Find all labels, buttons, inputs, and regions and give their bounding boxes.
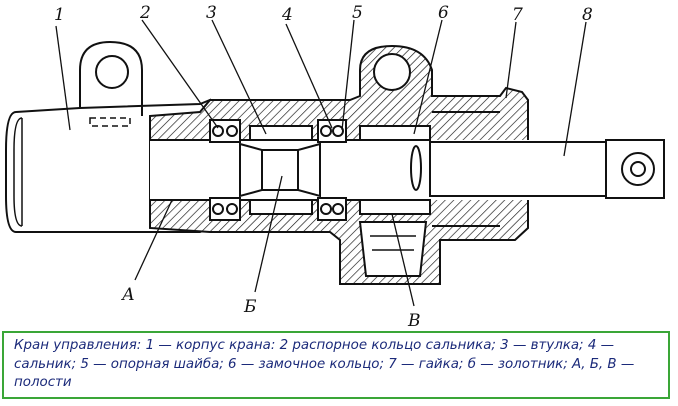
label-cavity-v: В xyxy=(407,311,421,330)
label-2: 2 xyxy=(139,3,151,23)
label-7: 7 xyxy=(512,5,523,25)
label-1: 1 xyxy=(54,5,65,25)
label-5: 5 xyxy=(352,3,363,23)
caption-box: Кран управления: 1 — корпус крана: 2 рас… xyxy=(2,331,670,399)
label-4: 4 xyxy=(281,5,293,25)
label-3: 3 xyxy=(206,3,217,23)
caption-text: Кран управления: 1 — корпус крана: 2 рас… xyxy=(14,338,635,390)
label-6: 6 xyxy=(438,3,449,23)
label-cavity-b: Б xyxy=(243,297,257,317)
valve-body xyxy=(5,40,665,285)
part-labels: 1 2 3 4 5 6 7 8 А Б В xyxy=(54,3,593,330)
leader-lines xyxy=(55,19,587,307)
label-8: 8 xyxy=(582,5,593,25)
label-cavity-a: А xyxy=(121,285,135,305)
control-valve-diagram: 1 2 3 4 5 6 7 8 А Б В xyxy=(5,3,665,330)
